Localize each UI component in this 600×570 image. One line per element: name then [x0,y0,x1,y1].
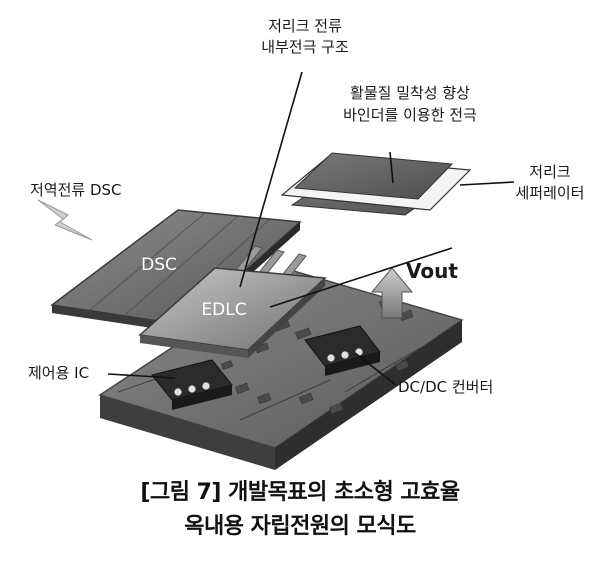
leader-separator [459,181,515,186]
edlc-panel [138,267,327,358]
label-edlc-layer: EDLC [201,300,247,320]
label-internal-electrode-line2: 내부전극 구조 [261,38,349,56]
figure-caption-line2: 옥내용 자립전원의 모식도 [184,514,416,539]
dcdc-converter-chip [304,325,381,376]
leader-internal-electrode [239,71,303,288]
label-dcdc-converter: DC/DC 컨버터 [398,378,494,396]
leader-control-ic [107,373,176,379]
label-control-ic: 제어용 IC [28,364,90,382]
label-separator-line1: 저리크 [529,163,571,181]
label-vout: Vout [406,259,458,283]
leader-edlc [269,247,453,308]
leader-binder-electrode [389,151,394,184]
label-separator-line2: 세퍼레이터 [515,184,585,202]
lightning-icon [37,199,93,241]
label-binder-electrode-line1: 활물질 밀착성 향상 [350,84,470,102]
label-dsc-layer: DSC [141,255,177,275]
electrode-stack [280,152,472,216]
leader-dcdc [354,352,397,386]
label-low-reverse-dsc: 저역전류 DSC [30,181,122,199]
control-ic-chip [151,359,233,410]
figure-caption-line1: [그림 7] 개발목표의 초소형 고효율 [140,480,460,505]
vout-arrow [370,267,414,319]
label-internal-electrode-line1: 저리크 전류 [268,17,342,35]
label-binder-electrode-line2: 바인더를 이용한 전극 [343,106,477,124]
